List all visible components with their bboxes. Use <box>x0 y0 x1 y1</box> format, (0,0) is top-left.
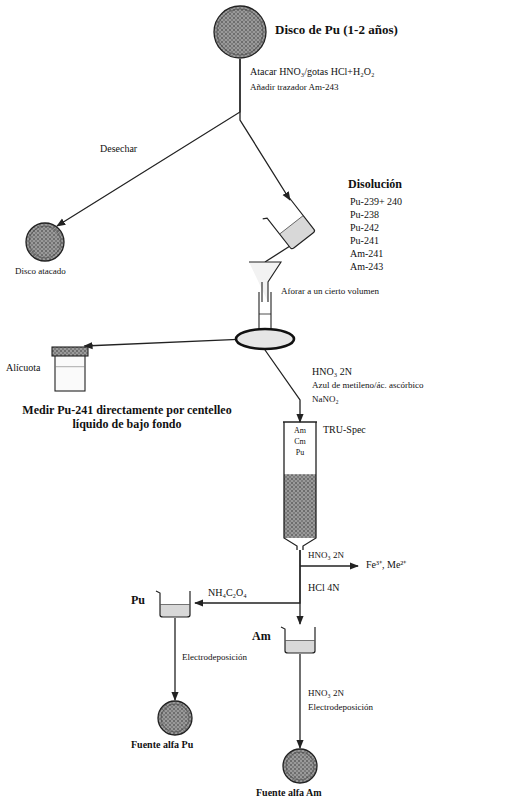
tru-spec-column: AmCmPuTRU-Spec <box>283 422 317 550</box>
reagent-label: HCl 4N <box>306 582 341 594</box>
pu-beaker-outline <box>155 588 195 618</box>
node-label: Pu-239+ 240 <box>350 196 402 208</box>
step-note: Azul de metileno/ác. ascórbico <box>310 380 425 390</box>
volumetric-flask: Aforar a un cierto volumen <box>235 262 295 350</box>
step-note: HNO₃ 2N <box>306 688 346 698</box>
volumetric-flask-outline <box>235 262 295 350</box>
node-label: Pu <box>131 594 145 608</box>
node-label: TRU-Spec <box>323 424 366 436</box>
node-label: Am-243 <box>350 261 383 273</box>
reagent-label: Electrodeposición <box>180 652 249 662</box>
node-label: Pu-238 <box>350 209 379 221</box>
reagent-label: Electrodeposición <box>306 702 375 712</box>
aliquot-vial: AlícuotaMedir Pu-241 directamente por ce… <box>52 346 88 392</box>
etched-disk: Disco atacado <box>25 222 65 262</box>
reagent-label: Desechar <box>98 143 139 155</box>
node-label: Alícuota <box>6 362 40 374</box>
node-label: Pu-242 <box>350 222 379 234</box>
am-beaker: Am <box>280 624 320 654</box>
flow-arrow <box>265 246 290 262</box>
plutonium-disk: Disco de Pu (1-2 años) <box>213 5 267 59</box>
node-label: Am <box>285 426 315 435</box>
node-label: Disolución <box>348 178 402 192</box>
reagent-label: HNO₃ 2N <box>310 366 354 378</box>
flow-arrow <box>240 59 290 200</box>
am-alpha-source: Fuente alfa Am <box>282 748 318 784</box>
etched-disk-outline <box>25 222 65 262</box>
flow-arrow <box>265 350 300 422</box>
node-label: Am <box>252 630 271 644</box>
node-label: Am-241 <box>350 248 383 260</box>
node-label: Disco atacado <box>15 266 66 276</box>
flow-arrow <box>57 59 240 226</box>
node-label: Cm <box>285 437 315 446</box>
flow-arrow <box>84 339 238 346</box>
reagent-label: NH₄C₂O₄ <box>206 587 249 599</box>
step-note: Añadir trazador Am-243 <box>248 82 340 92</box>
node-label: Aforar a un cierto volumen <box>281 286 379 296</box>
flow-arrow <box>174 618 175 700</box>
solution-beaker-outline <box>270 200 310 246</box>
step-note: NaNO₂ <box>310 394 341 404</box>
pu-alpha-source: Fuente alfa Pu <box>157 700 193 736</box>
flow-arrow <box>195 550 300 603</box>
solution-beaker: DisoluciónPu-239+ 240Pu-238Pu-242Pu-241A… <box>270 200 310 246</box>
step-note: HNO₃ 2N <box>306 550 346 560</box>
pu-beaker: Pu <box>155 588 195 618</box>
step-note: Fe³⁺, Me²⁺ <box>364 559 408 571</box>
pu-alpha-source-outline <box>157 700 193 736</box>
reagent-label: Atacar HNO₃/gotas HCl+H₂O₂ <box>248 66 376 78</box>
node-label: Disco de Pu (1-2 años) <box>275 23 398 38</box>
am-beaker-outline <box>280 624 320 654</box>
flow-arrow <box>299 654 300 748</box>
plutonium-disk-outline <box>213 5 267 59</box>
node-label: Fuente alfa Am <box>256 787 322 799</box>
node-label: Medir Pu-241 directamente por centelleo … <box>14 404 240 432</box>
waste-arrow <box>300 565 358 566</box>
am-alpha-source-outline <box>282 748 318 784</box>
aliquot-vial-outline <box>52 346 88 392</box>
node-label: Pu-241 <box>350 235 379 247</box>
node-label: Pu <box>285 448 315 457</box>
node-label: Fuente alfa Pu <box>131 739 193 751</box>
